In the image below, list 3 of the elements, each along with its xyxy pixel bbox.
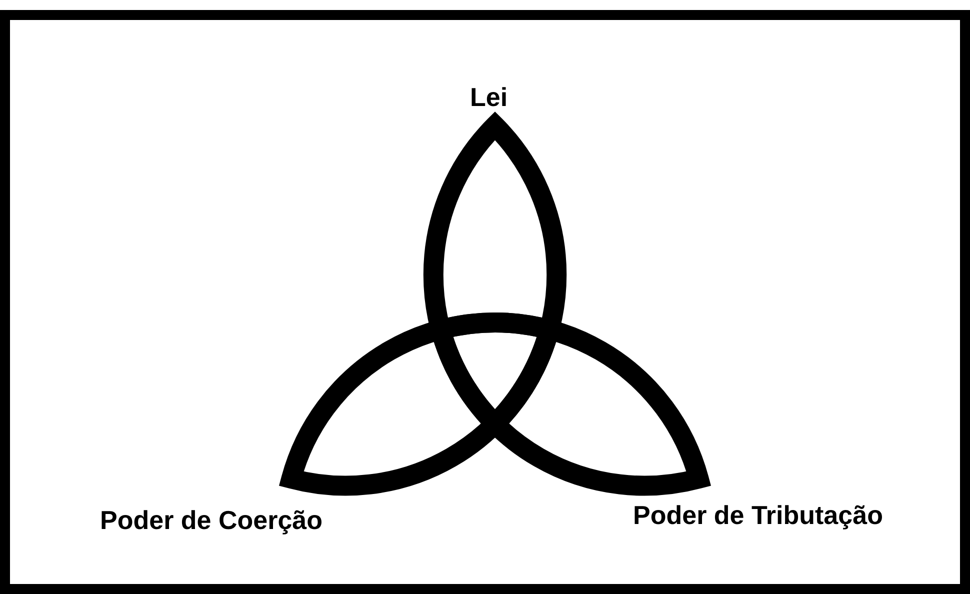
vertex-label: Poder de Coerção	[100, 505, 323, 536]
vertex-label: Lei	[470, 82, 508, 113]
vertex-label: Poder de Tributação	[633, 500, 883, 531]
